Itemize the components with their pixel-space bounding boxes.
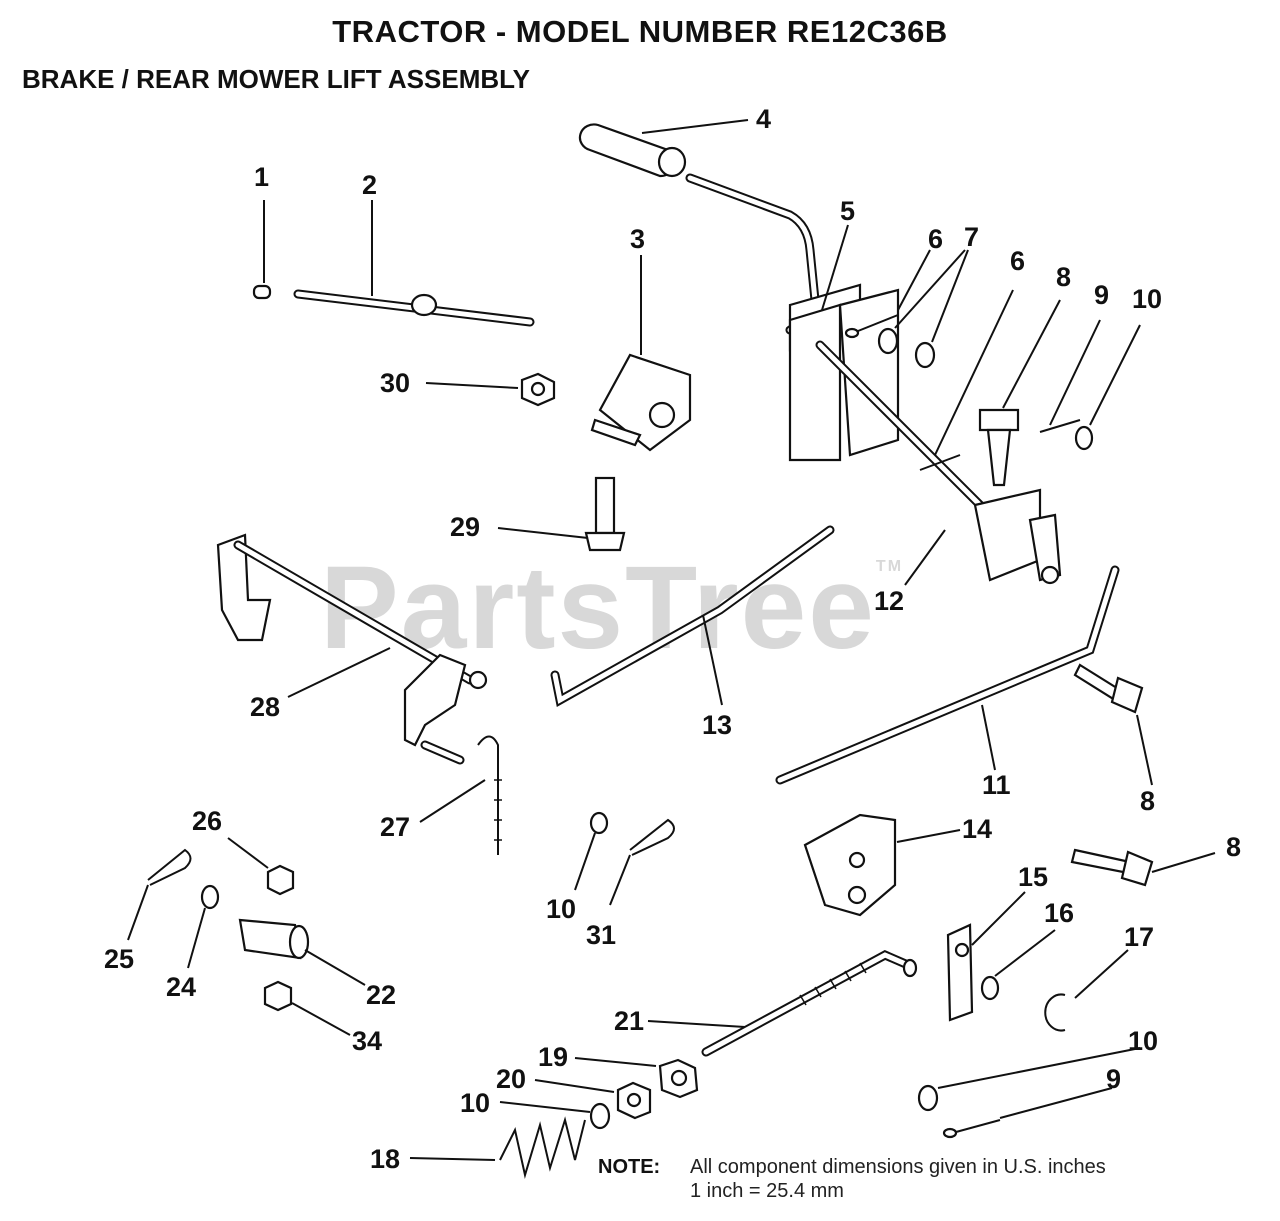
part-28-rockshaft — [216, 533, 488, 765]
callout-18: 18 — [370, 1144, 401, 1174]
part-4-handle-grip — [578, 119, 749, 178]
part-29-carriage-bolt — [497, 476, 626, 552]
part-25-hairpin-clip — [127, 848, 192, 941]
callout-19: 19 — [538, 1042, 569, 1072]
part-8-bolt-upper — [978, 299, 1061, 487]
callout-7: 7 — [964, 222, 980, 252]
part-10-washer-lower-right — [917, 1047, 1141, 1112]
callout-17: 17 — [1124, 922, 1155, 952]
dimension-note: NOTE: All component dimensions given in U… — [598, 1155, 1106, 1202]
part-21-threaded-rod — [647, 949, 918, 1057]
part-5-pivot-bracket-leader — [821, 224, 849, 311]
note-line-1: All component dimensions given in U.S. i… — [690, 1156, 1106, 1178]
callout-10-upper: 10 — [1132, 284, 1163, 314]
callout-28: 28 — [250, 692, 281, 722]
part-19-nut — [574, 1057, 699, 1099]
part-9-10-upper — [1039, 319, 1141, 451]
part-20-jam-nut — [534, 1079, 652, 1120]
callout-26: 26 — [192, 806, 223, 836]
callout-5: 5 — [840, 196, 856, 226]
callout-13: 13 — [702, 710, 733, 740]
callout-14: 14 — [962, 814, 993, 844]
part-2-brake-rod — [293, 200, 535, 327]
part-8-bolt-lower — [1070, 848, 1216, 887]
callout-9-lower: 9 — [1106, 1064, 1122, 1094]
watermark-trademark: TM — [875, 558, 904, 575]
part-10-washer-spring — [499, 1101, 611, 1130]
callout-10-lower-right: 10 — [1128, 1026, 1159, 1056]
part-1-pin — [252, 200, 272, 300]
part-11-long-rod — [775, 565, 1120, 785]
callout-6-upper: 6 — [928, 224, 944, 254]
callout-22: 22 — [366, 980, 397, 1010]
part-6-cotter-pin-lower — [919, 289, 1014, 471]
callout-2: 2 — [362, 170, 378, 200]
callout-25: 25 — [104, 944, 135, 974]
part-31-hairpin-clip — [609, 818, 675, 906]
part-34-lock-nut — [263, 980, 351, 1036]
callout-27: 27 — [380, 812, 411, 842]
part-27-hook-bolt — [419, 735, 502, 855]
assembly-subtitle: BRAKE / REAR MOWER LIFT ASSEMBLY — [22, 64, 530, 94]
callout-8-middle: 8 — [1140, 786, 1156, 816]
part-17-e-clip — [1044, 949, 1129, 1032]
part-18-spring — [409, 1116, 586, 1179]
part-10-washer-center — [574, 811, 609, 891]
part-13-lift-link — [550, 525, 835, 707]
part-24-washer — [187, 884, 220, 969]
callout-10-center: 10 — [546, 894, 577, 924]
page-title: TRACTOR - MODEL NUMBER RE12C36B — [332, 14, 948, 49]
part-9-cotter-pin-lower-right — [942, 1087, 1113, 1139]
part-15-plate — [946, 891, 1026, 1022]
part-7-washers — [877, 249, 969, 369]
callout-29: 29 — [450, 512, 481, 542]
callout-30: 30 — [380, 368, 411, 398]
callout-8-lower: 8 — [1226, 832, 1242, 862]
callout-34: 34 — [352, 1026, 383, 1056]
part-3-bracket — [590, 255, 692, 452]
callout-11: 11 — [982, 770, 1011, 800]
part-30-hex-nut — [425, 372, 556, 407]
callout-12: 12 — [874, 586, 905, 616]
callout-1: 1 — [254, 162, 270, 192]
note-line-2: 1 inch = 25.4 mm — [690, 1180, 844, 1202]
callout-15: 15 — [1018, 862, 1049, 892]
note-label: NOTE: — [598, 1156, 661, 1178]
part-8-bolt-middle — [1073, 663, 1153, 786]
callout-16: 16 — [1044, 898, 1075, 928]
callout-31: 31 — [586, 920, 617, 950]
callout-4: 4 — [756, 104, 772, 134]
callout-6-lower: 6 — [1010, 246, 1026, 276]
part-26-nut — [227, 837, 295, 896]
callout-9-upper: 9 — [1094, 280, 1110, 310]
part-12-lever-shaft — [685, 173, 1062, 586]
part-22-ferrule — [238, 918, 366, 986]
callout-24: 24 — [166, 972, 197, 1002]
callout-8-upper: 8 — [1056, 262, 1072, 292]
callout-10-spring: 10 — [460, 1088, 491, 1118]
callout-3: 3 — [630, 224, 646, 254]
callout-21: 21 — [614, 1006, 645, 1036]
part-14-bracket — [803, 813, 961, 917]
callout-20: 20 — [496, 1064, 527, 1094]
part-16-washer — [980, 929, 1056, 1001]
part-6-cotter-pin-upper — [844, 249, 931, 339]
